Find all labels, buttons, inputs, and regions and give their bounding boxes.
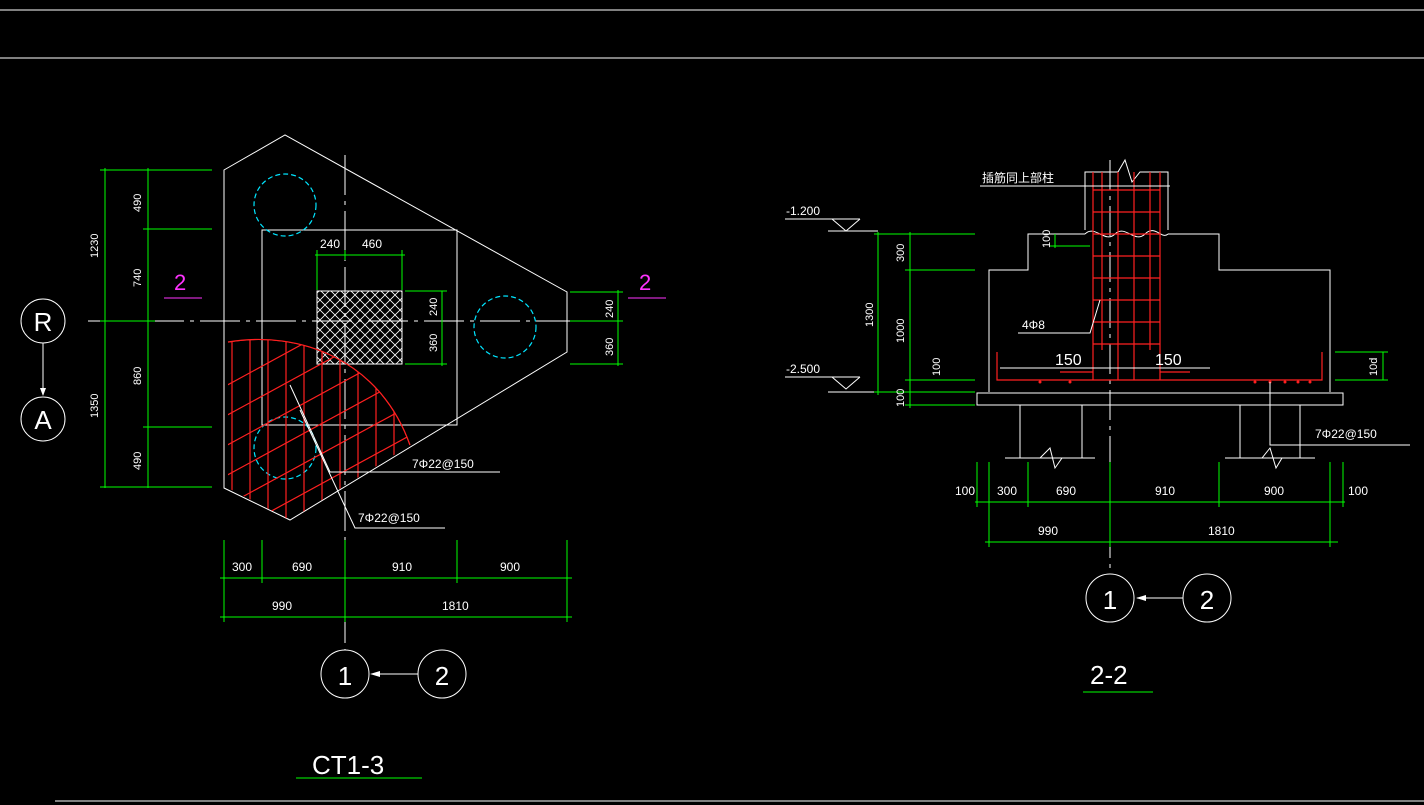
- sec-dim-b-910: 910: [1155, 484, 1175, 498]
- bottom-dimensions: 300 690 910 900 990 1810: [220, 540, 572, 622]
- dim-bottom-1810: 1810: [442, 599, 469, 613]
- section-rebar-leader: [1269, 382, 1410, 446]
- dim-right-240: 240: [604, 300, 616, 318]
- section-left-dimensions: 300 1300 1000 100 100: [864, 232, 975, 408]
- column-stub: [1084, 158, 1169, 230]
- cover-left: 150: [1055, 352, 1082, 369]
- dim-1350: 1350: [89, 394, 101, 418]
- section-rebar-label: 7Φ22@150: [1315, 427, 1377, 441]
- section-axis-label-2: 2: [1200, 585, 1214, 615]
- pile-left: [1019, 405, 1083, 470]
- cushion-layer: [976, 392, 1344, 406]
- pile-circle-right: [473, 295, 537, 359]
- section-axis-label-1: 1: [1103, 585, 1117, 615]
- right-dimensions: 240 360: [570, 290, 623, 366]
- dim-740: 740: [132, 269, 144, 287]
- column-section: [316, 290, 403, 365]
- pile-circle-bottom: [253, 416, 317, 480]
- column-note: 插筋同上部柱: [982, 170, 1054, 185]
- dim-right-360: 360: [604, 338, 616, 356]
- top-dimensions: 240 460: [315, 237, 405, 290]
- bottom-mat-dots: [1038, 380, 1312, 384]
- cover-right: 150: [1155, 352, 1182, 369]
- inner-right-dimensions: 240 360: [405, 290, 447, 366]
- left-dimensions: 1230 490 740 860 1350 490: [89, 168, 212, 488]
- elev-top-triangle: [831, 218, 861, 232]
- axis-arrow-1-head: [370, 671, 380, 677]
- sec-dim-300: 300: [895, 244, 907, 262]
- section-view: 插筋同上部柱 -1.200 -2.500 300 1300 1000 100 1…: [785, 158, 1410, 693]
- axis-label-2: 2: [435, 661, 449, 691]
- section-mark-left: 2: [174, 270, 186, 295]
- dim-490-bottom: 490: [132, 452, 144, 470]
- plan-view: 7Φ22@150 7Φ22@150 1230 490 740 860 1350 …: [20, 134, 666, 780]
- section-bottom-dimensions: 100 300 690 910 900 100 990 1810: [955, 462, 1368, 547]
- sec-dim-100b: 100: [895, 389, 907, 407]
- dim-inner-240: 240: [428, 298, 440, 316]
- elev-bottom-label: -2.500: [786, 362, 820, 376]
- sec-dim-b-100r: 100: [1348, 484, 1368, 498]
- sec-dim-b-990: 990: [1038, 524, 1058, 538]
- section-axis-bubble-2: [1182, 573, 1232, 623]
- axis-bubble-a: [20, 396, 66, 442]
- section-title: 2-2: [1090, 660, 1128, 690]
- axis-arrow-head: [40, 388, 46, 396]
- sec-dim-b-690: 690: [1056, 484, 1076, 498]
- plan-title: CT1-3: [312, 750, 384, 780]
- dim-bottom-900: 900: [500, 560, 520, 574]
- pile-circle-top: [253, 173, 317, 237]
- dim-860: 860: [132, 367, 144, 385]
- pile-cap-outline: [223, 134, 568, 521]
- axis-label-r: R: [34, 307, 53, 337]
- dim-10d: 10d: [1368, 358, 1380, 376]
- axis-bubble-2: [417, 649, 467, 699]
- axis-bubble-1: [320, 649, 370, 699]
- sec-dim-1300: 1300: [864, 303, 876, 327]
- rebar-leader-1: [289, 384, 500, 473]
- section-axis-arrow-head: [1136, 595, 1146, 601]
- bottom-mat-rebar: [996, 352, 1323, 381]
- dim-bottom-300: 300: [232, 560, 252, 574]
- dim-bottom-910: 910: [392, 560, 412, 574]
- rebar-boundary: [227, 338, 411, 446]
- sec-dim-1000: 1000: [895, 319, 907, 343]
- elev-top-label: -1.200: [786, 204, 820, 218]
- dim-490-top: 490: [132, 194, 144, 212]
- axis-label-1: 1: [338, 661, 352, 691]
- sec-dim-b-300: 300: [997, 484, 1017, 498]
- dim-bottom-990: 990: [272, 599, 292, 613]
- sec-dim-100a: 100: [931, 358, 943, 376]
- column-rebar: [1060, 172, 1190, 380]
- rebar-label-1: 7Φ22@150: [412, 457, 474, 471]
- elev-bottom-triangle: [831, 376, 861, 390]
- sec-dim-b-100l: 100: [955, 484, 975, 498]
- section-mark-right: 2: [639, 270, 651, 295]
- dim-100-top: 100: [1041, 230, 1053, 248]
- dim-top-240: 240: [320, 237, 340, 251]
- dim-inner-360: 360: [428, 334, 440, 352]
- axis-label-a: A: [34, 405, 52, 435]
- cap-outline-right: [1168, 233, 1331, 392]
- pedestal-outline: [261, 229, 458, 426]
- dim-top-460: 460: [362, 237, 382, 251]
- sec-dim-b-900: 900: [1264, 484, 1284, 498]
- stirrup-leader: [1018, 299, 1101, 334]
- rebar-leader-2: [299, 409, 445, 529]
- stirrup-label: 4Φ8: [1022, 318, 1045, 332]
- sec-dim-b-1810: 1810: [1208, 524, 1235, 538]
- rebar-hatch: [228, 339, 410, 520]
- rebar-label-2: 7Φ22@150: [358, 511, 420, 525]
- cap-outline: [988, 233, 1085, 392]
- section-axis-bubble-1: [1085, 573, 1135, 623]
- dim-bottom-690: 690: [292, 560, 312, 574]
- dim-1230: 1230: [89, 234, 101, 258]
